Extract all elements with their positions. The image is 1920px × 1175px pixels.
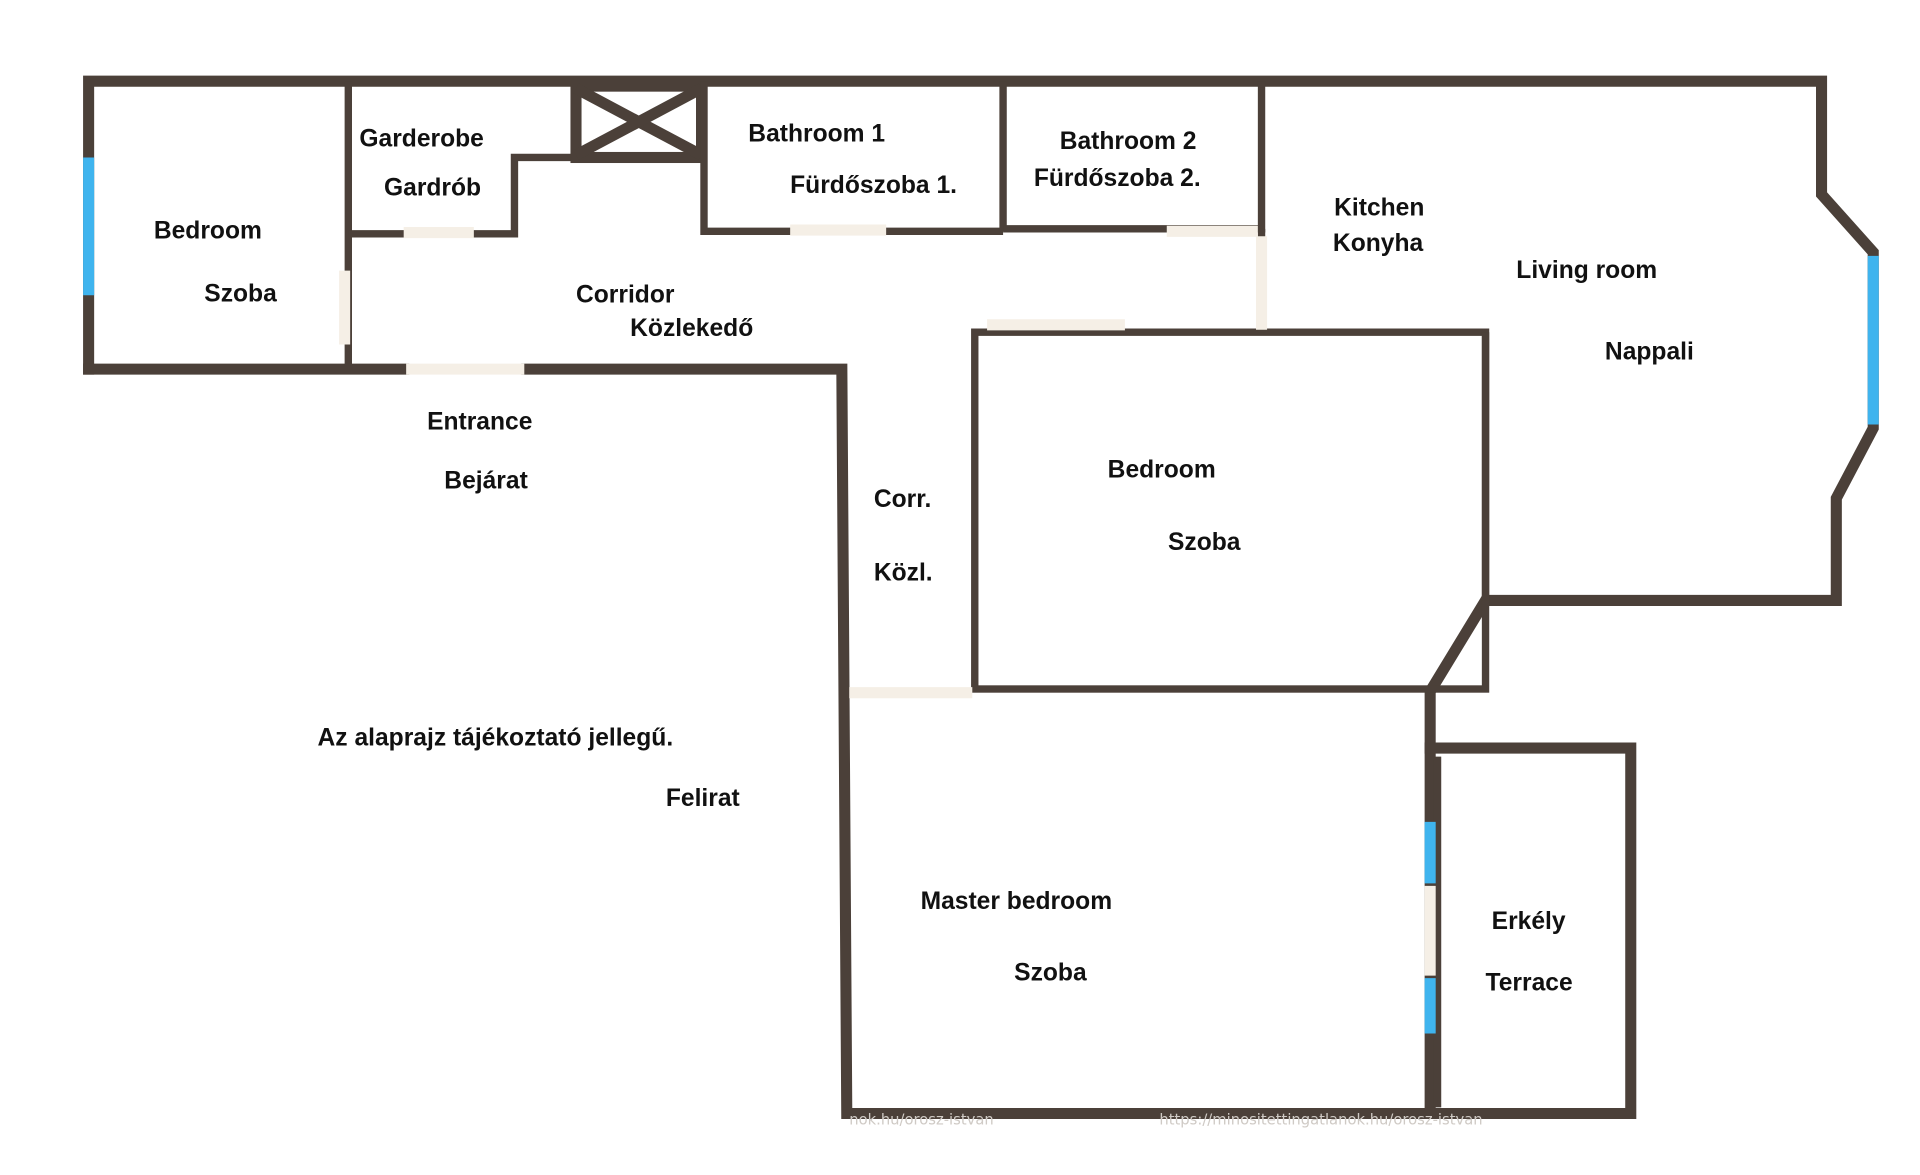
label-bathroom2-en: Bathroom 2 [1060,128,1197,155]
label-bedroom-left-en: Bedroom [154,218,262,245]
label-bedroom-left-hu: Szoba [204,280,277,307]
windows [83,157,1879,1034]
label-corr-en: Corr. [874,486,931,513]
label-master-en: Master bedroom [921,888,1112,915]
room-labels: Bedroom Szoba Garderobe Gardrób Bathroom… [154,120,1694,996]
label-corridor-en: Corridor [576,282,675,309]
label-corr-hu: Közl. [874,560,933,587]
watermark: nok.hu/orosz-istvan https://minositettin… [849,1112,1482,1129]
label-kitchen-hu: Konyha [1333,230,1424,257]
label-living-en: Living room [1516,257,1657,284]
label-kitchen-en: Kitchen [1334,194,1424,221]
label-terrace-en: Terrace [1486,969,1573,996]
watermark-left: nok.hu/orosz-istvan [849,1112,994,1129]
label-bedroom-mid-en: Bedroom [1108,456,1216,483]
watermark-right: https://minositettingatlanok.hu/orosz-is… [1159,1112,1482,1129]
label-corridor-hu: Közlekedő [630,315,753,342]
label-master-hu: Szoba [1014,960,1087,987]
caption-note: Felirat [666,785,740,812]
label-entrance-hu: Bejárat [444,467,527,494]
label-terrace-hu: Erkély [1492,908,1566,935]
walls [83,75,1879,1120]
label-entrance-en: Entrance [427,408,532,435]
label-garderobe-en: Garderobe [359,125,483,152]
label-bedroom-mid-hu: Szoba [1168,529,1241,556]
label-bathroom1-en: Bathroom 1 [748,120,885,147]
doors [339,224,1436,976]
label-bathroom1-hu: Fürdőszoba 1. [790,172,957,199]
label-living-hu: Nappali [1605,338,1694,365]
label-bathroom2-hu: Fürdőszoba 2. [1034,165,1201,192]
disclaimer-note: Az alaprajz tájékoztató jellegű. [318,725,674,752]
label-garderobe-hu: Gardrób [384,175,481,202]
